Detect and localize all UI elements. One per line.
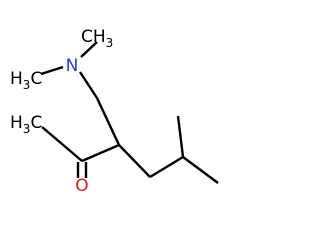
bond-c5-methyl-top bbox=[176, 115, 185, 158]
acetyl-methyl-subscript: 3 bbox=[23, 122, 31, 136]
n-methyl-left-h: H bbox=[10, 69, 23, 89]
acetyl-methyl-label: H3C bbox=[10, 113, 42, 136]
oxygen-atom-label: O bbox=[75, 176, 88, 196]
bond-c4-c5 bbox=[149, 155, 184, 179]
n-methyl-top-subscript: 3 bbox=[106, 36, 114, 50]
bond-c5-methyl-right bbox=[182, 156, 219, 184]
bond-c3-c2 bbox=[81, 143, 120, 163]
acetyl-methyl-c: C bbox=[30, 113, 42, 133]
bond-n-methyl-top bbox=[80, 41, 98, 58]
nitrogen-atom-label: N bbox=[66, 56, 79, 76]
bonds bbox=[40, 41, 219, 184]
n-methyl-left-label: H3C bbox=[10, 69, 42, 92]
n-methyl-left-subscript: 3 bbox=[23, 78, 31, 92]
bond-c3-c4 bbox=[118, 144, 151, 178]
acetyl-methyl-h: H bbox=[10, 113, 23, 133]
n-methyl-left-c: C bbox=[30, 69, 42, 89]
atom-labels: N O CH3 H3C H3C bbox=[10, 27, 113, 196]
n-methyl-top-label: CH3 bbox=[81, 27, 113, 50]
structural-formula: N O CH3 H3C H3C bbox=[10, 27, 219, 196]
bond-c2-ch3 bbox=[41, 126, 83, 162]
bond-n-methyl-left bbox=[40, 65, 64, 76]
n-methyl-top-text: CH bbox=[81, 27, 106, 47]
bond-n-ch2 bbox=[78, 71, 99, 99]
bond-ch2-c3 bbox=[95, 97, 121, 146]
